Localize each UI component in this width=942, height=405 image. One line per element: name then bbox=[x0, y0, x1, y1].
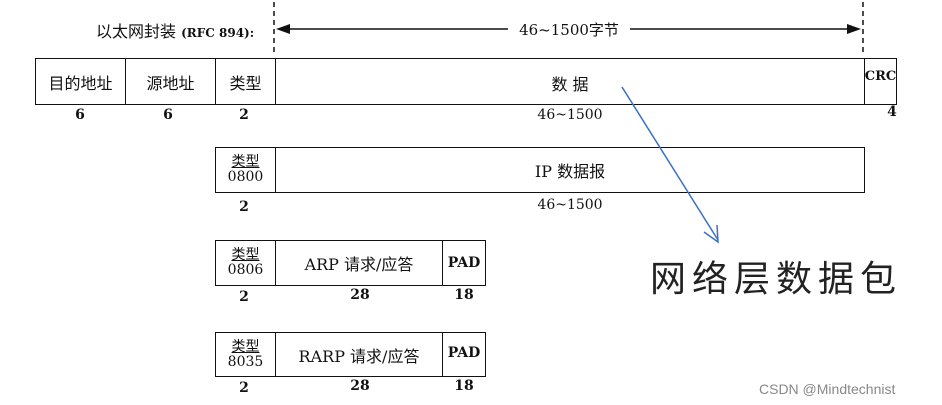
rarp-type-code: 8035 bbox=[227, 353, 264, 370]
span-arrowhead-left bbox=[276, 24, 290, 34]
watermark: CSDN @Mindtechnist bbox=[759, 381, 896, 397]
size-type: 2 bbox=[239, 107, 249, 123]
rarp-pad: PAD bbox=[442, 333, 485, 376]
ethernet-frame: 目的地址 源地址 类型 数 据 CRC bbox=[35, 58, 897, 105]
frame-title-text: 以太网封装 bbox=[96, 22, 177, 41]
field-crc: CRC bbox=[864, 59, 896, 104]
size-dest-addr: 6 bbox=[75, 107, 85, 123]
span-arrowhead-right bbox=[847, 24, 861, 34]
arp-type-code: 0806 bbox=[227, 262, 264, 278]
ip-packet: 类型 0800 IP 数据报 bbox=[215, 147, 865, 193]
arp-type-label: 类型 bbox=[231, 247, 260, 263]
ip-datagram: IP 数据报 bbox=[275, 148, 864, 192]
ip-type-code: 0800 bbox=[227, 169, 264, 185]
arp-pad-size: 18 bbox=[454, 287, 474, 303]
field-src-addr: 源地址 bbox=[125, 59, 215, 104]
ip-type-size: 2 bbox=[239, 199, 249, 215]
rarp-payload-size: 28 bbox=[350, 378, 370, 394]
arp-type-size: 2 bbox=[239, 289, 249, 305]
rarp-pad-size: 18 bbox=[454, 378, 474, 394]
rarp-type-cell: 类型 8035 bbox=[216, 333, 275, 376]
arp-payload-size: 28 bbox=[350, 287, 370, 303]
field-data: 数 据 bbox=[275, 59, 864, 104]
size-data: 46~1500 bbox=[537, 107, 603, 123]
ip-payload-size: 46~1500 bbox=[537, 197, 603, 213]
span-arrow bbox=[273, 2, 864, 56]
annotation-arrow-line bbox=[621, 86, 719, 241]
arp-packet: 类型 0806 ARP 请求/应答 PAD bbox=[215, 240, 486, 286]
size-src-addr: 6 bbox=[163, 107, 173, 123]
rarp-request-reply: RARP 请求/应答 bbox=[275, 333, 442, 376]
frame-title-rfc: (RFC 894): bbox=[181, 26, 255, 40]
rarp-packet: 类型 8035 RARP 请求/应答 PAD bbox=[215, 332, 486, 377]
arp-pad: PAD bbox=[442, 241, 485, 285]
ip-type-cell: 类型 0800 bbox=[216, 148, 275, 192]
rarp-type-label: 类型 bbox=[231, 338, 260, 355]
network-layer-packet-label: 网络层数据包 bbox=[650, 259, 903, 300]
field-type: 类型 bbox=[215, 59, 275, 104]
arp-request-reply: ARP 请求/应答 bbox=[275, 241, 442, 285]
annotation-arrow-head bbox=[703, 224, 719, 244]
size-crc: 4 bbox=[887, 104, 897, 120]
frame-title: 以太网封装 (RFC 894): bbox=[96, 18, 254, 42]
arp-type-cell: 类型 0806 bbox=[216, 241, 275, 285]
span-label: 46~1500字节 bbox=[519, 21, 619, 39]
field-dest-addr: 目的地址 bbox=[48, 73, 113, 93]
rarp-type-size: 2 bbox=[239, 380, 249, 396]
ip-type-label: 类型 bbox=[231, 154, 260, 170]
